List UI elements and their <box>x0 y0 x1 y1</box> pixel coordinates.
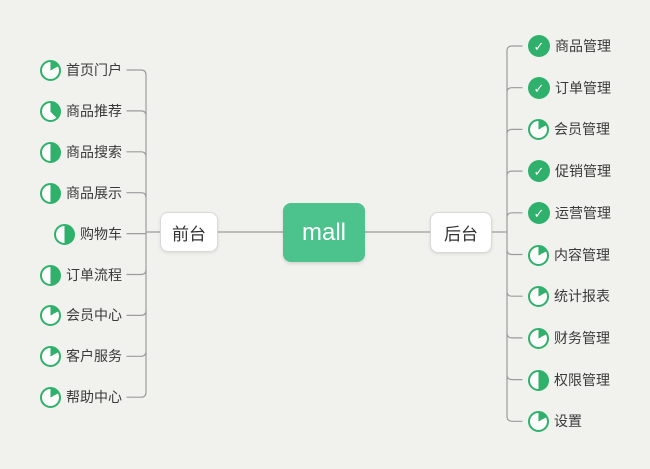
task-progress-pie-icon <box>54 223 75 245</box>
root-node-mall[interactable]: mall <box>283 203 365 262</box>
item-label: 订单流程 <box>66 267 122 283</box>
mindmap-item[interactable]: 会员管理 <box>528 117 610 141</box>
mindmap-item[interactable]: 首页门户 <box>40 58 122 82</box>
mindmap-item[interactable]: ✓ 促销管理 <box>528 159 611 183</box>
task-progress-pie-icon <box>40 386 61 408</box>
task-progress-pie-icon <box>40 182 61 204</box>
task-progress-pie-icon <box>40 345 61 367</box>
mindmap-item[interactable]: ✓ 商品管理 <box>528 34 611 58</box>
item-label: 商品推荐 <box>66 103 122 119</box>
task-progress-pie-icon <box>528 327 549 349</box>
task-progress-pie-icon <box>40 141 61 163</box>
item-label: 会员管理 <box>554 121 610 137</box>
task-complete-check-icon: ✓ <box>528 35 550 57</box>
task-progress-pie-icon <box>40 304 61 326</box>
item-label: 订单管理 <box>555 80 611 96</box>
task-progress-pie-icon <box>528 244 549 266</box>
branch-node-frontend[interactable]: 前台 <box>160 212 218 252</box>
root-node-label: mall <box>301 218 346 246</box>
mindmap-item[interactable]: 商品展示 <box>40 181 122 205</box>
mindmap-item[interactable]: 客户服务 <box>40 344 122 368</box>
branch-node-label: 前台 <box>172 224 206 244</box>
mindmap-item[interactable]: 权限管理 <box>528 368 610 392</box>
item-label: 帮助中心 <box>66 389 122 405</box>
task-progress-pie-icon <box>40 100 61 122</box>
item-label: 财务管理 <box>554 330 610 346</box>
item-label: 权限管理 <box>554 372 610 388</box>
item-label: 统计报表 <box>554 288 610 304</box>
item-label: 商品展示 <box>66 185 122 201</box>
mindmap-item[interactable]: 商品搜索 <box>40 140 122 164</box>
branch-node-label: 后台 <box>444 225 478 244</box>
item-label: 客户服务 <box>66 348 122 364</box>
mindmap-item[interactable]: ✓ 运营管理 <box>528 201 611 225</box>
mindmap-item[interactable]: 购物车 <box>54 222 122 246</box>
mindmap-item[interactable]: 订单流程 <box>40 263 122 287</box>
task-complete-check-icon: ✓ <box>528 160 550 182</box>
mindmap-item[interactable]: 设置 <box>528 409 582 433</box>
task-complete-check-icon: ✓ <box>528 202 550 224</box>
task-complete-check-icon: ✓ <box>528 77 550 99</box>
task-progress-pie-icon <box>528 410 549 432</box>
item-label: 设置 <box>554 413 582 429</box>
mindmap-item[interactable]: 统计报表 <box>528 284 610 308</box>
mindmap-item[interactable]: 财务管理 <box>528 326 610 350</box>
item-label: 促销管理 <box>555 163 611 179</box>
mindmap-item[interactable]: 内容管理 <box>528 243 610 267</box>
task-progress-pie-icon <box>528 285 549 307</box>
task-progress-pie-icon <box>528 118 549 140</box>
task-progress-pie-icon <box>40 264 61 286</box>
mindmap-item[interactable]: 商品推荐 <box>40 99 122 123</box>
mindmap-item[interactable]: 会员中心 <box>40 303 122 327</box>
item-label: 购物车 <box>80 226 122 242</box>
mindmap-item[interactable]: 帮助中心 <box>40 385 122 409</box>
mindmap-item[interactable]: ✓ 订单管理 <box>528 76 611 100</box>
item-label: 商品搜索 <box>66 144 122 160</box>
task-progress-pie-icon <box>40 59 61 81</box>
branch-node-backend[interactable]: 后台 <box>430 212 492 253</box>
task-progress-pie-icon <box>528 369 549 391</box>
item-label: 会员中心 <box>66 307 122 323</box>
item-label: 商品管理 <box>555 38 611 54</box>
item-label: 运营管理 <box>555 205 611 221</box>
item-label: 内容管理 <box>554 247 610 263</box>
item-label: 首页门户 <box>66 62 122 78</box>
